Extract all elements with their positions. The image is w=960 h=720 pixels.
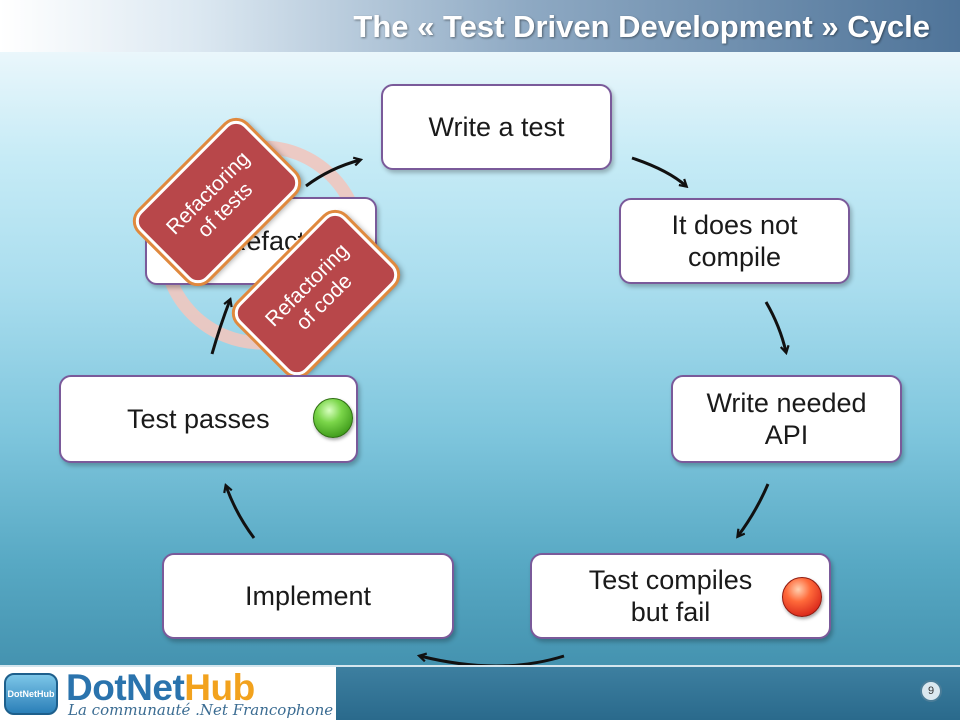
footer-divider — [0, 665, 960, 667]
fail-status-icon — [782, 577, 822, 617]
step-does-not-compile: It does not compile — [619, 198, 850, 284]
logo-wordmark: DotNetHub — [66, 667, 255, 709]
dotnethub-logo: DotNetHub DotNetHub La communauté .Net F… — [0, 667, 336, 720]
page-number: 9 — [920, 680, 942, 702]
step-write-test: Write a test — [381, 84, 612, 170]
arrow-implement-to-test-passes — [226, 486, 256, 539]
pass-status-icon — [313, 398, 353, 438]
step-test-fails-line-1: Test compiles — [588, 565, 753, 595]
logo-badge-icon: DotNetHub — [4, 673, 58, 715]
arrow-write-test-to-not-compile — [631, 156, 686, 186]
step-write-api-line-2: API — [764, 420, 809, 450]
step-test-fails-line-2: but fail — [630, 597, 711, 627]
title-bar: The « Test Driven Development » Cycle — [0, 0, 960, 52]
step-write-test-label: Write a test — [428, 112, 565, 142]
logo-wordmark-hub: Hub — [184, 667, 255, 708]
step-test-passes: Test passes — [59, 375, 358, 463]
arrow-test-passes-to-refactor — [210, 300, 230, 355]
step-implement: Implement — [162, 553, 454, 639]
logo-tagline: La communauté .Net Francophone — [68, 701, 334, 719]
step-test-passes-label: Test passes — [127, 404, 270, 434]
arrow-not-compile-to-write-api — [764, 301, 786, 352]
step-write-api-line-1: Write needed — [706, 388, 867, 418]
step-implement-label: Implement — [244, 581, 372, 611]
step-does-not-compile-line-1: It does not — [671, 210, 798, 240]
arrow-write-api-to-test-fails — [738, 483, 770, 536]
logo-wordmark-dotnet: DotNet — [66, 667, 185, 708]
step-does-not-compile-line-2: compile — [687, 242, 782, 272]
slide-title: The « Test Driven Development » Cycle — [353, 9, 930, 44]
step-write-needed-api: Write needed API — [671, 375, 902, 463]
arrow-refactor-to-write-test — [305, 160, 360, 188]
step-test-compiles-but-fail: Test compiles but fail — [530, 553, 831, 639]
